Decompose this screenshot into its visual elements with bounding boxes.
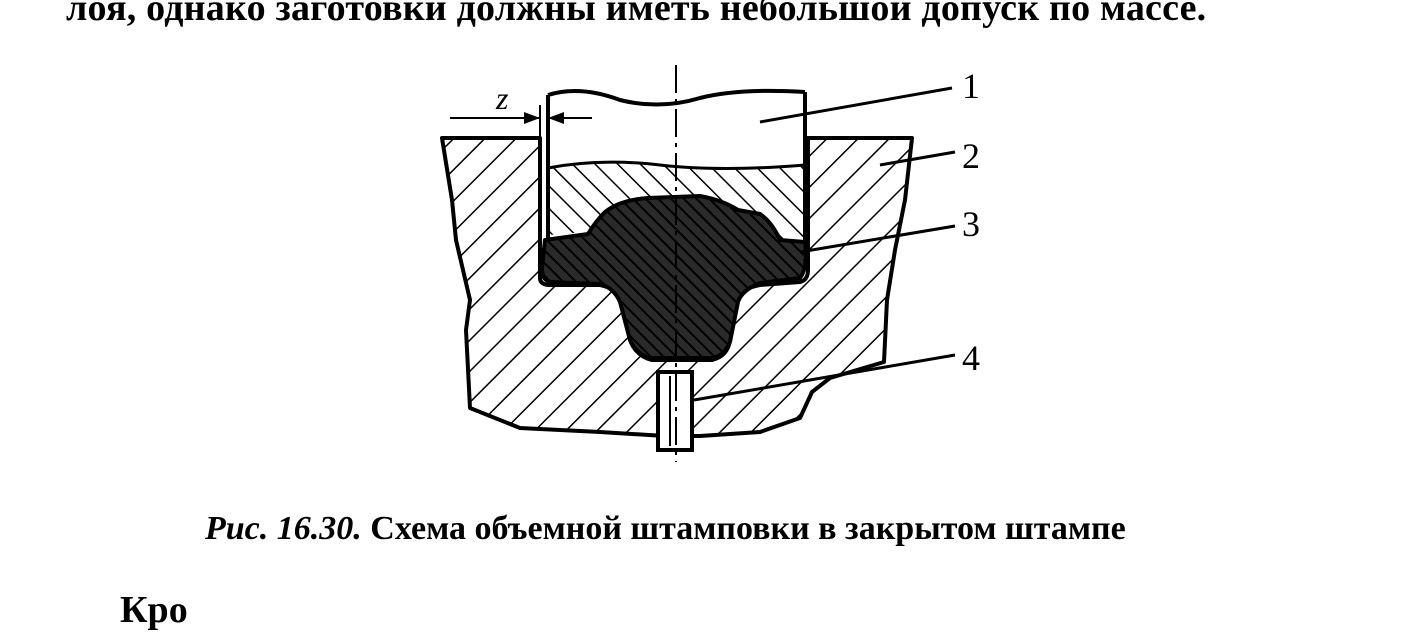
leader-2 [879,150,956,167]
dimension-label-z: z [496,80,509,116]
callout-3: 3 [962,204,980,244]
workpiece [540,194,808,360]
punch-bottom-line [547,160,806,170]
caption-text: Схема объемной штамповки в закрытом штам… [370,510,1126,547]
leader-1 [759,86,953,124]
leader-3 [799,224,956,254]
callout-4: 4 [962,338,980,378]
callout-2: 2 [962,136,980,176]
figure-caption: Рис. 16.30. Схема объемной штамповки в з… [205,510,1126,547]
leader-4 [693,353,956,402]
paragraph-bottom-line: Кро [120,589,188,631]
closed-die-forging-diagram [440,65,956,462]
callout-1: 1 [962,66,980,106]
caption-number: Рис. 16.30. [205,510,362,547]
paragraph-top-line: лоя, однако заготовки должны иметь небол… [66,0,1207,29]
punch-hatch [548,162,805,240]
